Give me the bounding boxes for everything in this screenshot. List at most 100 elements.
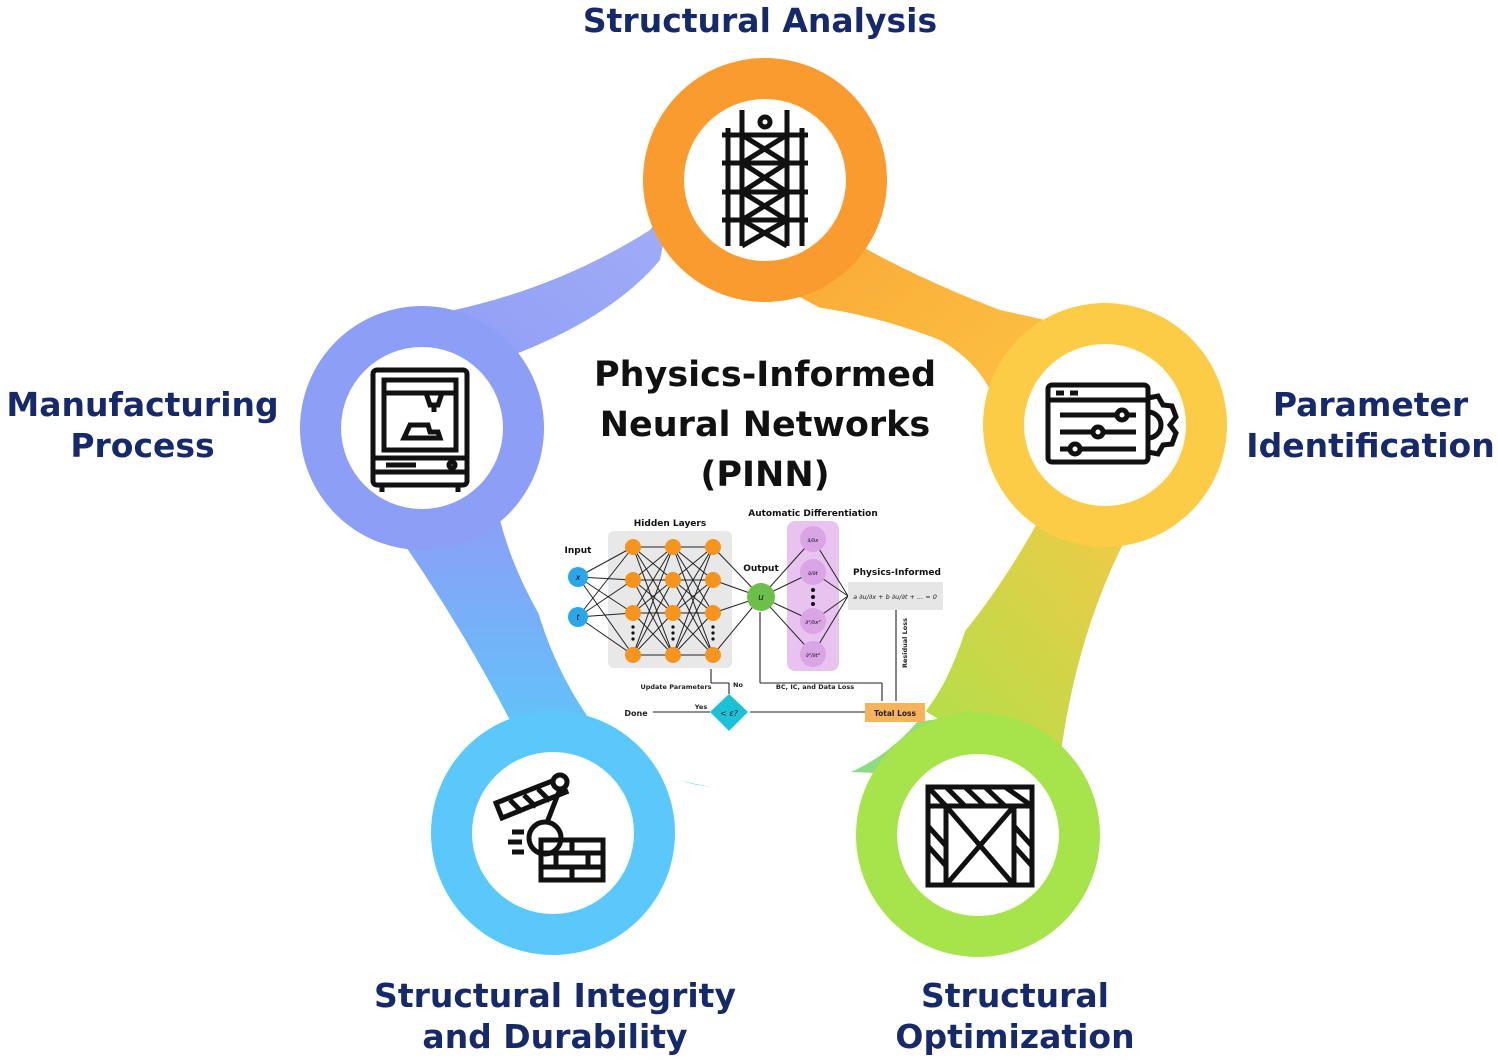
hidden-node	[665, 572, 681, 588]
derivative-node-label: ∂/∂x	[808, 538, 820, 544]
output-node	[747, 583, 775, 611]
band-left-bottom	[380, 510, 620, 765]
network-edge	[577, 576, 634, 656]
ellipsis-dot	[631, 625, 635, 629]
label-manufacturing-process: Manufacturing Process	[0, 384, 285, 466]
physics-informed-label: Physics-Informed	[853, 568, 941, 578]
output-node-label: u	[758, 593, 764, 603]
network-edge	[632, 612, 674, 656]
derivative-node-label: ∂²/∂x²	[805, 619, 821, 626]
label-parameter-identification-line2: Identification	[1246, 426, 1495, 465]
network-edge	[672, 579, 714, 656]
network-edge	[632, 546, 674, 614]
update-parameters-label: Update Parameters	[640, 683, 711, 691]
hidden-layers-panel	[608, 531, 732, 668]
label-manufacturing-process-line2: Process	[70, 426, 215, 465]
hidden-node	[705, 572, 721, 588]
hidden-node	[625, 572, 641, 588]
total-loss-box	[865, 703, 925, 722]
node-structural-optimization	[856, 713, 1100, 957]
node-manufacturing	[300, 306, 544, 550]
network-edge	[632, 546, 674, 581]
label-parameter-identification-line1: Parameter	[1272, 385, 1469, 424]
ellipsis-dot	[631, 637, 635, 641]
network-edge	[577, 616, 634, 656]
label-structural-optimization-line1: Structural	[921, 976, 1109, 1015]
scaffolding-icon	[722, 110, 808, 249]
hidden-node	[665, 605, 681, 621]
title-line-2: Neural Networks	[599, 405, 931, 445]
label-structural-integrity-line2: and Durability	[422, 1017, 688, 1056]
band-top-right	[690, 110, 1090, 430]
hidden-node	[705, 647, 721, 663]
ellipsis-dot	[671, 637, 675, 641]
network-edge	[577, 546, 634, 578]
center-area	[520, 302, 1002, 790]
node-parameter-identification	[983, 303, 1227, 547]
input-node	[568, 567, 588, 587]
input-node-label: t	[576, 613, 580, 622]
convergence-check	[710, 694, 748, 731]
ellipsis-dot	[811, 595, 815, 599]
ellipsis-dot	[631, 631, 635, 635]
page-title: Physics-Informed Neural Networks (PINN)	[520, 350, 1010, 500]
derivative-node	[800, 559, 826, 585]
network-edge	[672, 546, 714, 581]
network-edge	[632, 546, 674, 656]
ellipsis-dot	[671, 625, 675, 629]
hidden-node	[625, 647, 641, 663]
hidden-node	[705, 539, 721, 555]
pde-equation: a ∂u/∂x + b ∂u/∂t + ... = 0	[853, 593, 937, 601]
network-edge	[577, 579, 634, 618]
label-manufacturing-process-line1: Manufacturing	[6, 385, 279, 424]
output-label: Output	[743, 564, 779, 574]
hidden-node	[665, 539, 681, 555]
network-edge	[672, 579, 714, 614]
label-structural-analysis: Structural Analysis	[560, 0, 960, 41]
yes-label: Yes	[694, 703, 708, 711]
network-edge	[672, 612, 714, 656]
ellipsis-dot	[711, 637, 715, 641]
hidden-node	[665, 647, 681, 663]
autodiff-label: Automatic Differentiation	[748, 509, 878, 519]
derivative-node-label: ∂/∂t	[808, 571, 819, 577]
truss-frame-icon	[925, 784, 1035, 888]
ellipsis-dot	[811, 602, 815, 606]
hidden-node	[625, 539, 641, 555]
input-node-label: x	[575, 573, 581, 582]
label-structural-integrity: Structural Integrity and Durability	[360, 975, 750, 1057]
derivative-node	[800, 526, 826, 552]
total-loss-label: Total Loss	[874, 709, 916, 718]
ellipsis-dot	[671, 631, 675, 635]
3d-printer-icon	[370, 367, 470, 492]
network-edge	[577, 576, 634, 614]
residual-loss-label: Residual Loss	[901, 618, 909, 668]
input-node	[568, 607, 588, 627]
check-label: < ε?	[720, 709, 739, 718]
input-label: Input	[565, 546, 593, 556]
network-edge	[672, 546, 714, 614]
done-label: Done	[624, 709, 648, 718]
hidden-node	[705, 605, 721, 621]
label-parameter-identification: Parameter Identification	[1238, 384, 1498, 466]
band-top-left	[400, 110, 692, 360]
settings-window-icon	[1045, 382, 1179, 465]
wrecking-ball-icon	[492, 772, 606, 883]
label-structural-optimization-line2: Optimization	[895, 1017, 1135, 1056]
network-edge	[632, 579, 674, 614]
hidden-node	[625, 605, 641, 621]
label-structural-optimization: Structural Optimization	[885, 975, 1145, 1057]
network-edge	[577, 546, 634, 618]
ellipsis-dot	[711, 631, 715, 635]
label-structural-analysis-text: Structural Analysis	[582, 1, 938, 40]
bc-ic-data-loss-label: BC, IC, and Data Loss	[776, 683, 854, 691]
network-edge	[672, 546, 714, 656]
derivative-node	[800, 608, 826, 634]
title-line-1: Physics-Informed	[593, 355, 937, 395]
derivative-node	[800, 641, 826, 667]
derivative-node-label: ∂²/∂t²	[806, 652, 821, 659]
label-structural-integrity-line1: Structural Integrity	[374, 976, 736, 1015]
title-line-3: (PINN)	[700, 455, 830, 495]
network-edge	[632, 579, 674, 656]
